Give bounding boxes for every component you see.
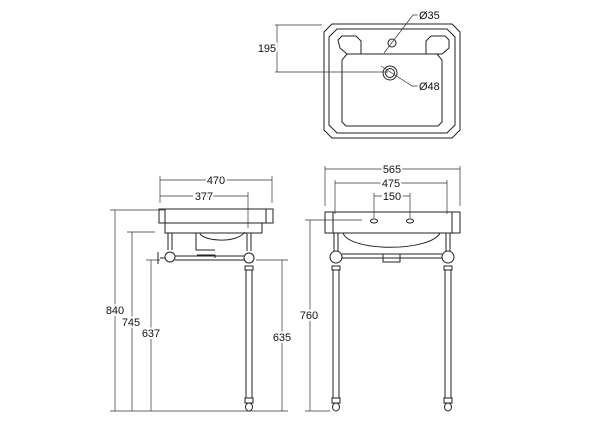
left-leg-joint	[329, 250, 343, 264]
overall-depth-label: 470	[207, 175, 225, 187]
left-leg	[331, 233, 341, 404]
basin-outline-inner	[328, 28, 456, 134]
side-rail	[175, 255, 244, 261]
basin-outline-outer	[323, 23, 461, 139]
top-view: Ø35 Ø48 195	[256, 8, 461, 139]
front-basin-slab	[324, 211, 461, 234]
overall-width-label: 565	[383, 164, 401, 176]
height-rail-rear-label: 635	[273, 332, 291, 344]
tap-hole-left	[370, 218, 378, 224]
basin-bowl	[341, 53, 443, 127]
rear-leg-joint	[243, 252, 255, 264]
basin-shelf-right	[425, 35, 450, 55]
front-view: 565 475 150 760	[298, 162, 461, 412]
side-basin-bowl	[195, 231, 246, 258]
basin-shelf-left	[337, 35, 362, 55]
front-basin-bowl	[342, 232, 441, 248]
height-rim-label: 840	[106, 305, 124, 317]
leg-width-label: 475	[382, 178, 400, 190]
right-leg-joint	[441, 250, 455, 264]
dimension-lines-front	[324, 166, 461, 218]
right-leg	[443, 233, 453, 404]
leg-depth-label: 377	[195, 191, 213, 203]
rear-leg-upper	[246, 233, 252, 251]
height-underside-label: 745	[122, 317, 140, 329]
tap-hole-label: Ø35	[419, 10, 440, 22]
dimension-760	[305, 219, 362, 412]
tap-hole-leader	[383, 14, 418, 54]
dimension-lines-top	[159, 176, 273, 228]
waste-hole-outer	[382, 65, 398, 81]
right-leg-foot	[444, 402, 452, 412]
dimension-195	[275, 24, 388, 73]
waste-hole-leader	[380, 65, 418, 87]
height-rail-label: 637	[142, 328, 160, 340]
front-height-label: 760	[300, 310, 318, 322]
rear-leg-foot	[245, 402, 253, 412]
dimension-lines-heights	[110, 209, 288, 412]
waste-hole-inner	[385, 68, 395, 78]
front-leg-joint	[164, 251, 176, 263]
front-rail	[342, 253, 442, 259]
side-basin-slab	[158, 208, 274, 234]
tap-hole-right	[406, 218, 414, 224]
side-view: 470 377 840 745 637 635	[104, 173, 293, 412]
left-leg-foot	[332, 402, 340, 412]
rear-leg	[244, 265, 254, 404]
front-leg-upper	[167, 233, 173, 250]
tap-hole	[387, 38, 397, 48]
tap-centres-label: 150	[383, 191, 401, 203]
rail-handle	[157, 252, 165, 264]
depth-to-waste-label: 195	[258, 43, 276, 55]
waste-hole-label: Ø48	[419, 81, 440, 93]
